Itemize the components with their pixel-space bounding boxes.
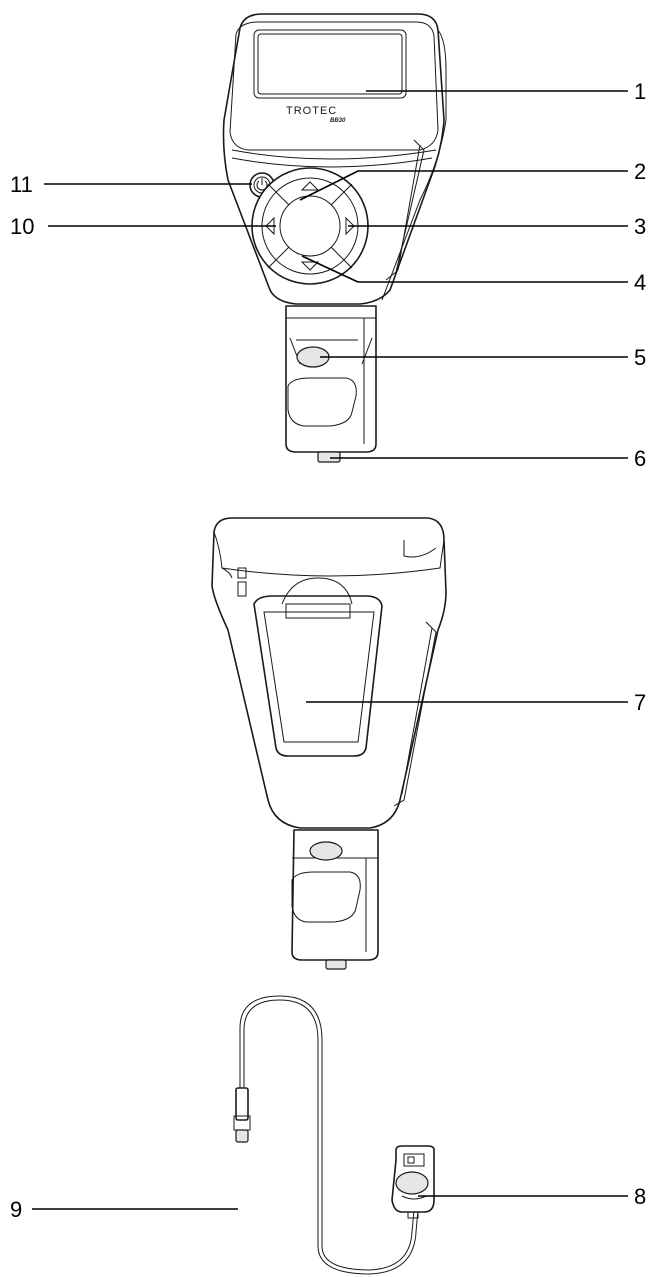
back-view	[211, 517, 447, 970]
front-view: TROTEC BB30	[222, 13, 447, 463]
callout-9: 9	[10, 1197, 22, 1222]
arrow-up-icon	[300, 181, 320, 191]
front-grip	[285, 305, 377, 453]
arrow-right-icon	[345, 216, 355, 236]
callout-7: 7	[634, 690, 646, 715]
back-grip	[291, 829, 379, 961]
measuring-probe	[391, 1145, 435, 1219]
battery-compartment-cover	[253, 595, 383, 757]
power-icon	[256, 180, 268, 191]
battery-latch	[281, 577, 353, 605]
callout-labels: 1 2 3 4 5 6 7 8 9 10 11	[10, 79, 646, 1222]
callout-5: 5	[634, 345, 646, 370]
cable-plug	[233, 1087, 251, 1143]
probe-assembly	[233, 995, 435, 1275]
probe-cable	[239, 995, 415, 1271]
callout-1: 1	[634, 79, 646, 104]
probe-connector	[317, 451, 341, 463]
callout-8: 8	[634, 1184, 646, 1209]
model-label: BB30	[330, 118, 346, 124]
leader-lines	[32, 90, 628, 1210]
callout-2: 2	[634, 159, 646, 184]
callout-6: 6	[634, 446, 646, 471]
callout-4: 4	[634, 270, 646, 295]
arrow-down-icon	[300, 261, 320, 271]
callout-3: 3	[634, 214, 646, 239]
brand-logo: TROTEC	[286, 105, 337, 117]
display-screen	[253, 29, 407, 99]
callout-10: 10	[10, 214, 34, 239]
callout-11: 11	[10, 172, 33, 197]
